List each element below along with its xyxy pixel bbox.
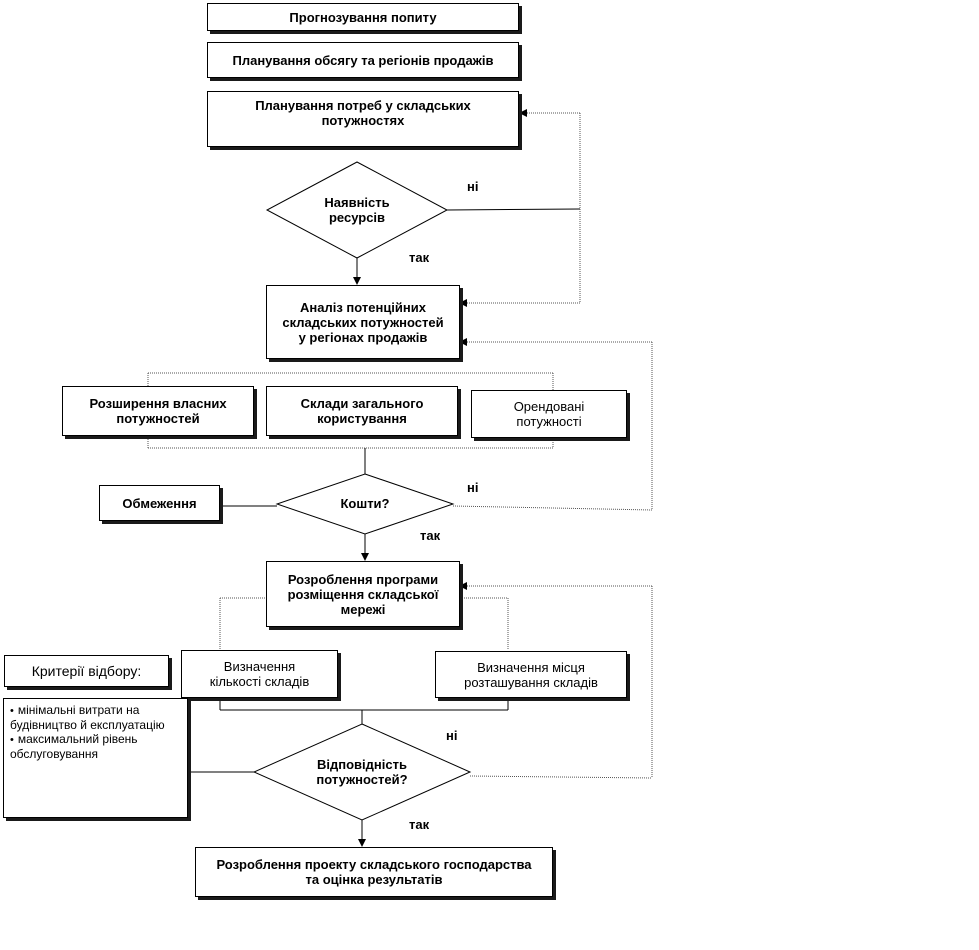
analysis-label: Аналіз потенційних складських потужносте… bbox=[282, 299, 444, 345]
capacity-planning-label: Планування потреб у складських потужност… bbox=[255, 98, 471, 128]
public-warehouses-label: Склади загального користування bbox=[300, 396, 424, 426]
bullet-icon: • bbox=[10, 705, 14, 717]
rented-box: Орендовані потужності bbox=[471, 390, 627, 438]
bullet-icon: • bbox=[10, 734, 14, 746]
limitations-box: Обмеження bbox=[99, 485, 220, 521]
funds-decision-label: Кошти? bbox=[340, 495, 390, 511]
criteria-item-text: мінімальні витрати на будівництво й експ… bbox=[10, 703, 165, 732]
analysis-box: Аналіз потенційних складських потужносте… bbox=[266, 285, 460, 359]
criteria-title-label: Критерії відбору: bbox=[31, 662, 142, 679]
network-program-box: Розроблення програми розміщення складськ… bbox=[266, 561, 460, 627]
location-warehouses-label: Визначення місця розташування складів bbox=[464, 659, 598, 690]
own-expansion-box: Розширення власних потужностей bbox=[62, 386, 254, 436]
capacity-match-decision-label: Відповідність потужностей? bbox=[316, 757, 408, 787]
criteria-list-box: •мінімальні витрати на будівництво й екс… bbox=[3, 698, 188, 818]
sales-planning-box: Планування обсягу та регіонів продажів bbox=[207, 42, 519, 78]
funds-no-label: ні bbox=[467, 480, 479, 495]
public-warehouses-box: Склади загального користування bbox=[266, 386, 458, 436]
resources-decision-label: Наявність ресурсів bbox=[324, 195, 390, 225]
network-program-label: Розроблення програми розміщення складськ… bbox=[287, 571, 439, 617]
funds-yes-label: так bbox=[420, 528, 441, 543]
count-warehouses-label: Визначення кількості складів bbox=[209, 659, 310, 689]
capacity-match-decision-text: Відповідність потужностей? bbox=[300, 748, 424, 796]
capacity-match-no-label: ні bbox=[446, 728, 458, 743]
rented-label: Орендовані потужності bbox=[513, 399, 585, 429]
capacity-match-yes-label: так bbox=[409, 817, 430, 832]
criteria-title-box: Критерії відбору: bbox=[4, 655, 169, 687]
final-project-box: Розроблення проекту складського господар… bbox=[195, 847, 553, 897]
resources-yes-label: так bbox=[409, 250, 430, 265]
sales-planning-label: Планування обсягу та регіонів продажів bbox=[232, 52, 494, 68]
forecast-label: Прогнозування попиту bbox=[289, 9, 437, 25]
forecast-box: Прогнозування попиту bbox=[207, 3, 519, 31]
capacity-planning-box: Планування потреб у складських потужност… bbox=[207, 91, 519, 147]
criteria-item: •максимальний рівень обслуговування bbox=[10, 732, 181, 761]
final-project-label: Розроблення проекту складського господар… bbox=[216, 857, 532, 887]
own-expansion-label: Розширення власних потужностей bbox=[89, 396, 227, 426]
count-warehouses-box: Визначення кількості складів bbox=[181, 650, 338, 698]
criteria-list: •мінімальні витрати на будівництво й екс… bbox=[10, 703, 181, 761]
limitations-label: Обмеження bbox=[122, 495, 197, 511]
resources-no-label: ні bbox=[467, 179, 479, 194]
resources-decision-text: Наявність ресурсів bbox=[300, 186, 414, 234]
criteria-item: •мінімальні витрати на будівництво й екс… bbox=[10, 703, 181, 732]
funds-decision-text: Кошти? bbox=[320, 490, 410, 516]
criteria-item-text: максимальний рівень обслуговування bbox=[10, 732, 138, 761]
location-warehouses-box: Визначення місця розташування складів bbox=[435, 651, 627, 698]
